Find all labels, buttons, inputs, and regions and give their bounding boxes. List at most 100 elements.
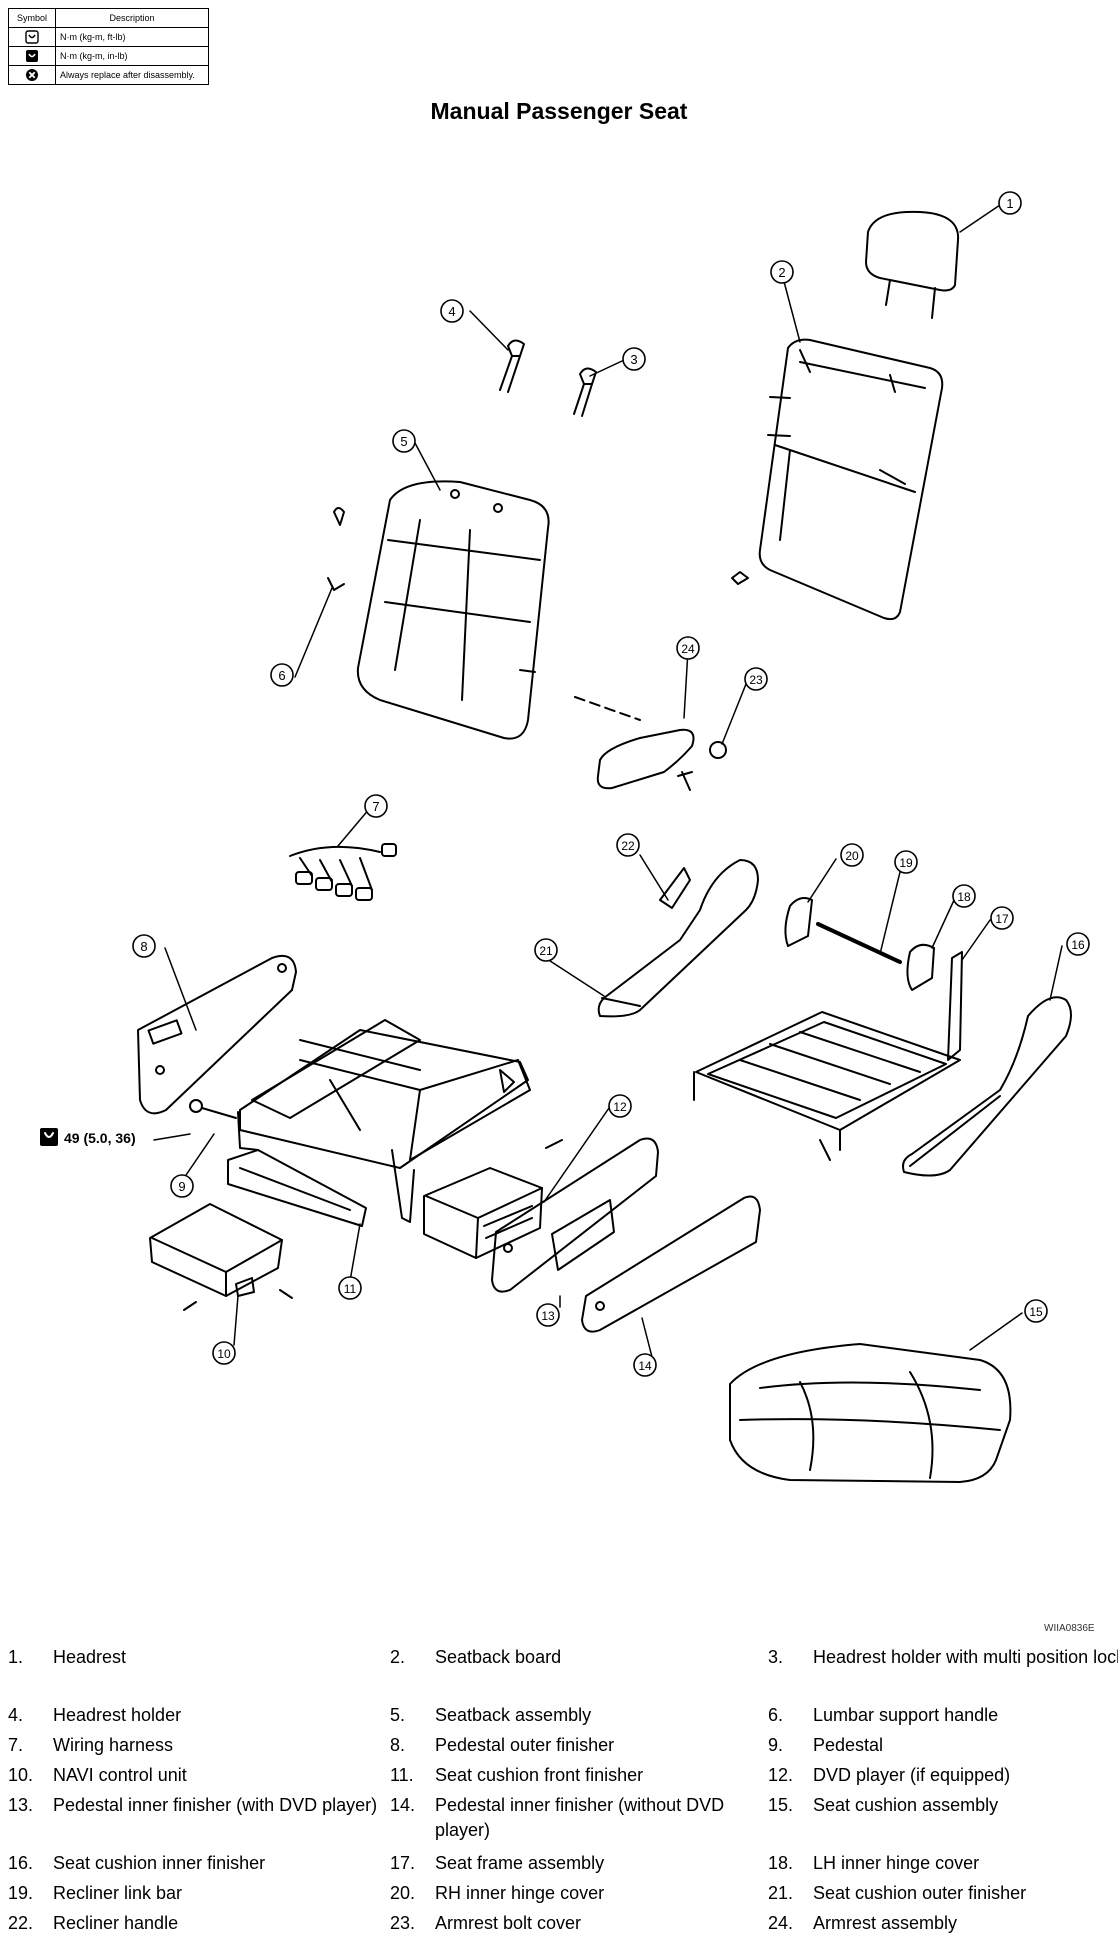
pedestal-inner-finisher-without-dvd-part: [581, 1195, 761, 1333]
callout-3: 3: [622, 347, 646, 371]
armrest-assembly-part: [574, 696, 727, 791]
pedestal-bolts: [189, 1099, 237, 1119]
seat-cushion-inner-finisher-part: [902, 996, 1072, 1177]
dvd-player-part: [423, 1139, 563, 1259]
svg-text:8: 8: [140, 939, 147, 954]
callout-5: 5: [392, 429, 416, 453]
svg-text:22: 22: [621, 839, 635, 853]
part-number: 23.: [390, 1913, 416, 1933]
part-name: Wiring harness: [53, 1735, 174, 1755]
headrest-holder-parts: [499, 339, 597, 417]
part-number: 18.: [768, 1853, 794, 1873]
part-name: Seat cushion assembly: [813, 1795, 999, 1815]
part-number: 3.: [768, 1647, 784, 1667]
callout-9: 9: [170, 1174, 194, 1198]
part-number: 20.: [390, 1883, 416, 1903]
part-number: 14.: [390, 1795, 416, 1815]
callout-15: 15: [1024, 1299, 1048, 1323]
part-number: 24.: [768, 1913, 794, 1933]
replace-icon: [26, 69, 38, 81]
torque-spec-label: 49 (5.0, 36): [40, 1128, 191, 1146]
svg-text:1: 1: [1006, 196, 1013, 211]
headrest-part: [865, 210, 960, 319]
part-name: DVD player (if equipped): [813, 1765, 1011, 1785]
part-name: Pedestal inner finisher (with DVD player…: [53, 1795, 378, 1815]
svg-text:5: 5: [400, 434, 407, 449]
svg-text:2: 2: [778, 265, 785, 280]
part-number: 11.: [390, 1765, 414, 1785]
svg-text:20: 20: [845, 849, 859, 863]
part-name: Seatback board: [435, 1647, 562, 1667]
lh-inner-hinge-cover-part: [906, 943, 935, 991]
part-number: 2.: [390, 1647, 406, 1667]
wiring-harness-part: [289, 843, 397, 901]
callout-13: 13: [536, 1303, 560, 1327]
part-name: Seatback assembly: [435, 1705, 592, 1725]
svg-text:23: 23: [749, 673, 763, 687]
svg-text:10: 10: [217, 1347, 231, 1361]
callout-18: 18: [952, 884, 976, 908]
part-number: 9.: [768, 1735, 784, 1755]
legend-row-desc: Always replace after disassembly.: [55, 65, 209, 85]
part-number: 17.: [390, 1853, 416, 1873]
svg-text:9: 9: [178, 1179, 185, 1194]
callout-2: 2: [770, 260, 794, 284]
svg-text:49 (5.0, 36): 49 (5.0, 36): [64, 1130, 136, 1146]
part-name: Headrest holder with multi position lock: [813, 1647, 1118, 1667]
callout-16: 16: [1066, 932, 1090, 956]
callout-4: 4: [440, 299, 464, 323]
part-name: Headrest holder: [53, 1705, 182, 1725]
callout-1: 1: [998, 191, 1022, 215]
legend-header-symbol: Symbol: [8, 8, 56, 28]
seatback-board-part: [731, 338, 944, 621]
torque-ft-lb-icon: [25, 30, 39, 44]
callout-23: 23: [744, 667, 768, 691]
callout-19: 19: [894, 850, 918, 874]
part-number: 13.: [8, 1795, 34, 1815]
part-number: 1.: [8, 1647, 24, 1667]
svg-text:16: 16: [1071, 938, 1085, 952]
seat-cushion-assembly-part: [729, 1343, 1012, 1483]
callout-10: 10: [212, 1341, 236, 1365]
part-name: Seat cushion inner finisher: [53, 1853, 266, 1873]
rh-inner-hinge-cover-part: [784, 897, 813, 947]
callout-17: 17: [990, 906, 1014, 930]
callout-21: 21: [534, 938, 558, 962]
svg-text:11: 11: [344, 1282, 357, 1296]
seat-frame-assembly-part: [693, 951, 963, 1161]
diagram-code: WIIA0836E: [1044, 1623, 1095, 1634]
part-number: 22.: [8, 1913, 34, 1933]
part-name: Seat cushion front finisher: [435, 1765, 644, 1785]
recliner-link-bar-part: [816, 922, 902, 964]
callout-14: 14: [633, 1353, 657, 1377]
legend-header-description: Description: [55, 8, 209, 28]
svg-text:19: 19: [899, 856, 913, 870]
part-number: 12.: [768, 1765, 794, 1785]
seat-cushion-front-finisher-part: [227, 1149, 367, 1227]
part-name: Headrest: [53, 1647, 127, 1667]
navi-control-unit-part: [149, 1203, 293, 1311]
recliner-handle-part: [659, 867, 691, 909]
part-number: 7.: [8, 1735, 24, 1755]
svg-text:21: 21: [539, 944, 553, 958]
legend-row-desc: N·m (kg-m, in-lb): [55, 46, 209, 66]
part-name: Pedestal: [813, 1735, 884, 1755]
svg-text:13: 13: [541, 1309, 555, 1323]
part-name: Recliner handle: [53, 1913, 179, 1933]
part-name: Armrest bolt cover: [435, 1913, 582, 1933]
svg-text:14: 14: [638, 1359, 652, 1373]
part-name: Seat frame assembly: [435, 1853, 605, 1873]
callout-24: 24: [676, 636, 700, 660]
svg-text:12: 12: [613, 1100, 627, 1114]
svg-text:15: 15: [1029, 1305, 1043, 1319]
part-number: 4.: [8, 1705, 24, 1725]
seatback-assembly-part: [327, 480, 550, 740]
part-name: Pedestal inner finisher (without DVD pla…: [435, 1795, 725, 1840]
pedestal-part: [237, 1019, 531, 1223]
part-name: Lumbar support handle: [813, 1705, 999, 1725]
callout-12: 12: [608, 1094, 632, 1118]
part-number: 8.: [390, 1735, 406, 1755]
callout-6: 6: [270, 663, 294, 687]
svg-text:17: 17: [995, 912, 1009, 926]
